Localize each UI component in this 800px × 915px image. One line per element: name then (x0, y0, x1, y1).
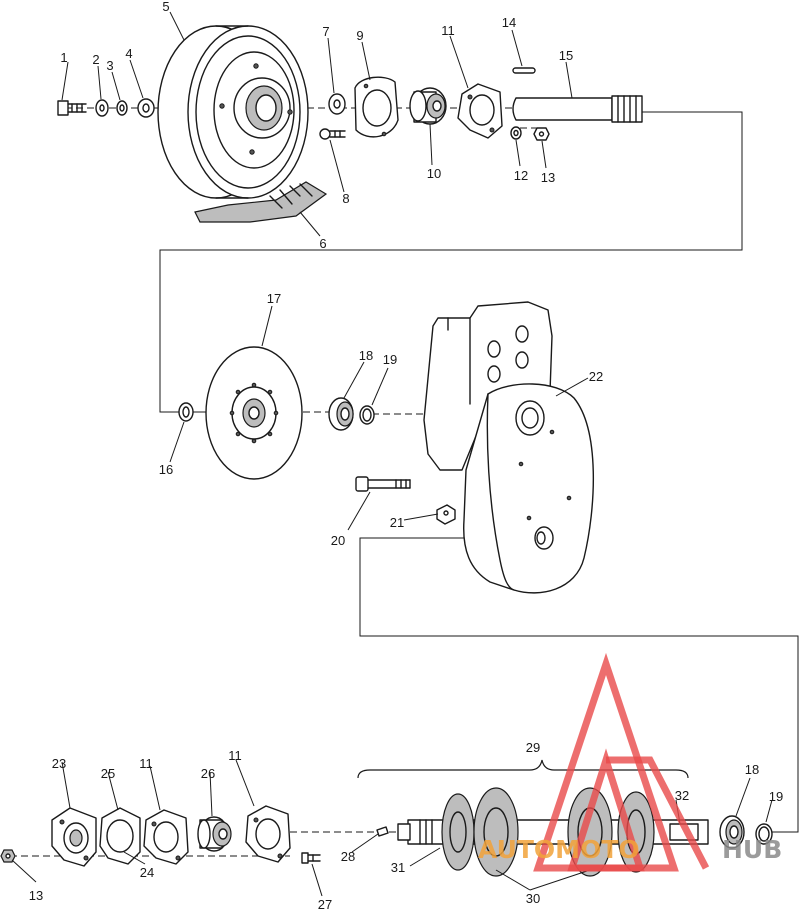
disc-part-17 (205, 346, 303, 480)
callout-numbers: 1 2 3 4 5 6 7 8 9 10 11 12 13 14 15 16 1… (29, 0, 783, 912)
callout-31: 31 (391, 860, 405, 875)
callout-11-bottom-right: 11 (228, 748, 242, 763)
callout-19-bottom: 19 (769, 789, 783, 804)
callout-13-bottom: 13 (29, 888, 43, 903)
gearbox-housing-part-22 (423, 301, 594, 594)
callout-15: 15 (559, 48, 573, 63)
bracket-29 (357, 759, 689, 779)
callout-29: 29 (526, 740, 540, 755)
bearing-part-18-bottom (719, 815, 745, 849)
callout-24: 24 (140, 865, 154, 880)
callout-14: 14 (502, 15, 516, 30)
ring-part-19-bottom (755, 823, 773, 845)
callout-10: 10 (427, 166, 441, 181)
bearing-part-10 (409, 87, 447, 125)
watermark-text-hub: HUB (722, 835, 782, 864)
nut-part-13-top (533, 127, 550, 141)
nut-part-13-bottom (0, 849, 16, 863)
callout-18-mid: 18 (359, 348, 373, 363)
flange-part-11-bottom-left (143, 809, 189, 865)
key-part-14 (512, 67, 536, 74)
bolt-part-1 (57, 100, 87, 116)
callout-5: 5 (162, 0, 169, 14)
flange-part-11-bottom-right (245, 805, 291, 863)
washer-part-7 (328, 93, 346, 115)
callout-3: 3 (106, 58, 113, 73)
watermark-text-automoto: AUTOMOTO (478, 835, 640, 864)
flange-part-11-top (457, 83, 503, 139)
callout-9: 9 (356, 28, 363, 43)
callout-2: 2 (92, 52, 99, 67)
callout-12: 12 (514, 168, 528, 183)
callout-8: 8 (342, 191, 349, 206)
callout-27: 27 (318, 897, 332, 912)
washer-part-3 (116, 100, 128, 116)
callout-16: 16 (159, 462, 173, 477)
callout-32: 32 (675, 788, 689, 803)
callout-28: 28 (341, 849, 355, 864)
bolt-part-27 (301, 852, 321, 864)
nut-part-12 (510, 126, 522, 140)
bearing-part-26 (197, 816, 232, 852)
callout-19-mid: 19 (383, 352, 397, 367)
callout-21: 21 (390, 515, 404, 530)
callout-26: 26 (201, 766, 215, 781)
key-part-28 (376, 826, 389, 837)
callout-30: 30 (526, 891, 540, 906)
callout-25: 25 (101, 766, 115, 781)
callout-13-top: 13 (541, 170, 555, 185)
belt-part-6 (194, 181, 328, 223)
callout-18-bottom: 18 (745, 762, 759, 777)
flange-part-23 (51, 807, 97, 867)
bearing-part-18-mid (328, 397, 354, 431)
pulley-part-5 (157, 25, 309, 199)
leader-lines (11, 11, 773, 897)
seal-part-16 (178, 402, 194, 422)
washer-part-2 (95, 99, 109, 117)
callout-6: 6 (319, 236, 326, 251)
flange-part-9 (354, 76, 399, 138)
callout-11-bottom-left: 11 (139, 756, 153, 771)
callout-4: 4 (125, 46, 132, 61)
ring-part-19-mid (359, 405, 375, 425)
gasket-part-25 (99, 807, 141, 865)
callout-22: 22 (589, 369, 603, 384)
watermark-logo: AUTOMOTO HUB (478, 652, 782, 872)
callout-17: 17 (267, 291, 281, 306)
shaft-part-15 (512, 95, 643, 123)
callout-7: 7 (322, 24, 329, 39)
shaft-assembly-part-29 (397, 787, 709, 877)
callout-20: 20 (331, 533, 345, 548)
routing-lines (10, 107, 799, 857)
bolt-part-20 (355, 476, 411, 492)
bolt-part-8 (319, 128, 346, 140)
spacer-part-4 (137, 98, 155, 118)
callout-11-top: 11 (441, 23, 455, 38)
nut-part-21 (436, 504, 456, 525)
callout-23: 23 (52, 756, 66, 771)
callout-1: 1 (60, 50, 67, 65)
